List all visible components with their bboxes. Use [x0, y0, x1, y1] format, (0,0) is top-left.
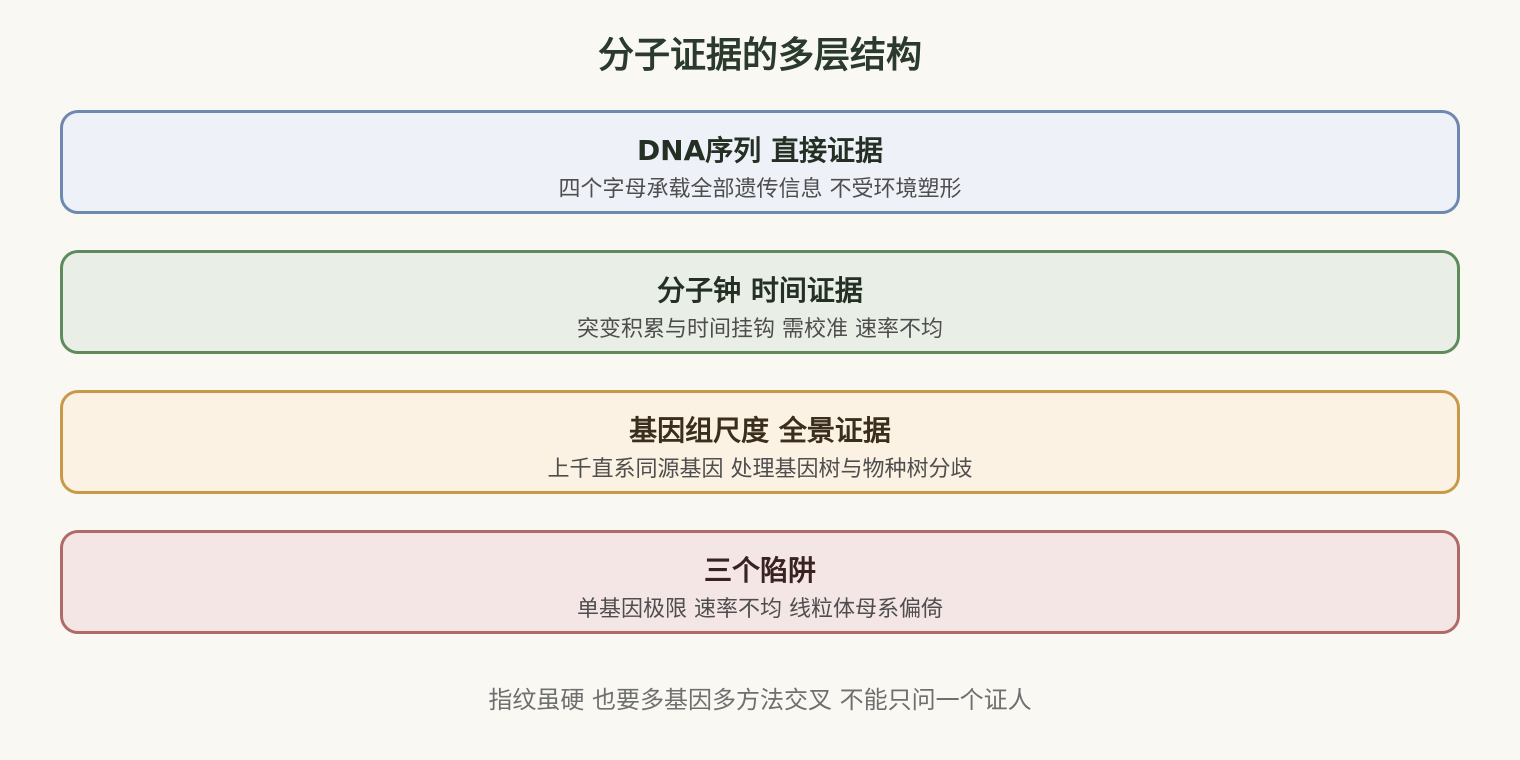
layer-three-traps: 三个陷阱 单基因极限 速率不均 线粒体母系偏倚: [60, 530, 1460, 634]
layer-title: DNA序列 直接证据: [636, 134, 884, 167]
layer-subtitle: 单基因极限 速率不均 线粒体母系偏倚: [577, 597, 943, 622]
footer-note: 指纹虽硬 也要多基因多方法交叉 不能只问一个证人: [488, 686, 1032, 714]
layer-subtitle: 四个字母承载全部遗传信息 不受环境塑形: [558, 177, 962, 202]
layer-title: 三个陷阱: [703, 554, 816, 587]
layer-subtitle: 突变积累与时间挂钩 需校准 速率不均: [577, 317, 943, 342]
layer-title: 分子钟 时间证据: [657, 274, 863, 307]
diagram-title: 分子证据的多层结构: [597, 35, 922, 76]
layer-molecular-clock: 分子钟 时间证据 突变积累与时间挂钩 需校准 速率不均: [60, 250, 1460, 354]
layer-subtitle: 上千直系同源基因 处理基因树与物种树分歧: [547, 457, 973, 482]
layer-genome-scale: 基因组尺度 全景证据 上千直系同源基因 处理基因树与物种树分歧: [60, 390, 1460, 494]
layer-dna-sequence: DNA序列 直接证据 四个字母承载全部遗传信息 不受环境塑形: [60, 110, 1460, 214]
layer-title: 基因组尺度 全景证据: [629, 414, 891, 447]
